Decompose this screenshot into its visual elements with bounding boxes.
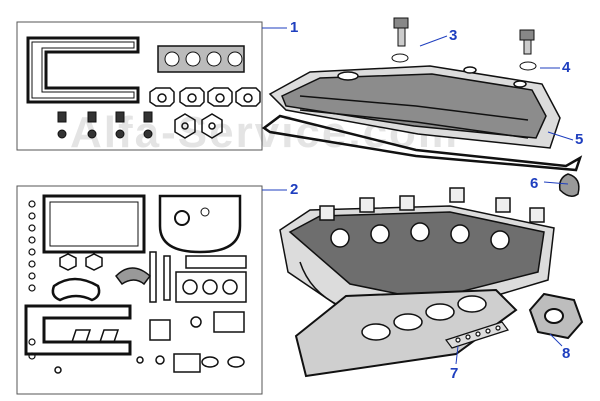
panel-2-full-gasket-set [16,185,263,395]
callout-8: 8 [562,345,571,362]
callout-6: 6 [530,175,539,192]
callout-3: 3 [449,27,458,44]
cover-gasket [261,114,583,172]
rocker-cover [268,65,561,149]
callout-7: 7 [450,365,459,382]
callout-5: 5 [575,131,584,148]
bolt-3 [391,17,409,63]
callout-1: 1 [290,19,299,36]
panel-1-gasket-set [16,21,263,151]
callout-4: 4 [562,59,571,76]
bolt-4 [519,29,537,71]
leader-lines [262,27,574,365]
plug-6 [558,173,580,197]
gasket-strip-7 [445,321,509,349]
callout-2: 2 [290,181,299,198]
head-gasket [294,288,518,378]
flange-gasket-8 [528,292,584,340]
